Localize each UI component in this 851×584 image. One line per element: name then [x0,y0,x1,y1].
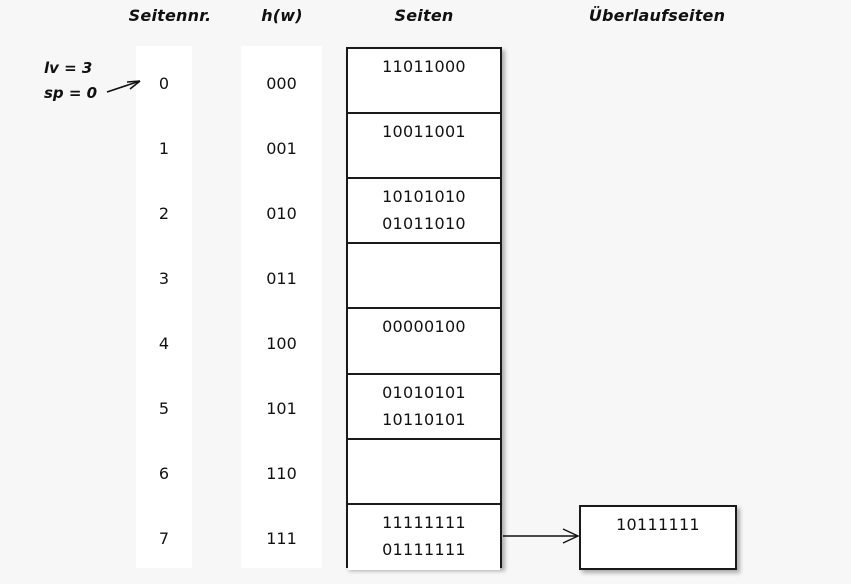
overflow-page-entry: 10111111 [616,515,700,534]
page-row-3 [348,244,500,310]
hw-cell-1: 001 [266,139,297,158]
overflow-link-arrow [503,528,580,544]
param-lv: lv = 3 [44,59,93,77]
page-entry: 11111111 [382,512,466,532]
seitennr-cell-4: 4 [158,334,170,353]
seitennr-cell-1: 1 [158,139,170,158]
hw-cell-2: 010 [266,204,297,223]
seitennr-cell-3: 3 [158,269,170,288]
column-header-seitennr: Seitennr. [128,6,212,25]
page-entry: 00000100 [382,317,466,337]
seitennr-cell-2: 2 [158,204,170,223]
page-entry: 11011000 [382,57,466,76]
page-row-0: 11011000 [348,49,500,115]
page-row-4: 00000100 [348,309,500,375]
hw-cell-0: 000 [266,74,297,93]
overflow-page-box: 10111111 [579,505,737,570]
column-header-ueberlaufseiten: Überlaufseiten [588,6,726,25]
param-sp: sp = 0 [44,84,98,102]
page-row-7: 11111111 01111111 [348,504,500,570]
hw-cell-6: 110 [266,464,297,483]
parameter-annotation: lv = 3 sp = 0 [44,56,97,106]
hw-column-band [241,46,322,568]
column-header-hw: h(w) [261,6,303,25]
page-row-5: 01010101 10110101 [348,374,500,440]
seitennr-cell-6: 6 [158,464,170,483]
page-entry: 10011001 [382,122,466,142]
hw-cell-3: 011 [266,269,297,288]
column-header-seiten: Seiten [394,6,454,25]
page-row-2: 10101010 01011010 [348,179,500,245]
hw-cell-7: 111 [266,529,297,548]
page-entry: 01111111 [382,539,466,559]
page-entry: 01010101 [382,382,466,402]
hw-cell-5: 101 [266,399,297,418]
page-entry: 10110101 [382,409,466,429]
pages-table: 11011000 10011001 10101010 01011010 0000… [346,47,502,570]
seitennr-cell-5: 5 [158,399,170,418]
seitennr-column-band [136,46,192,568]
seitennr-cell-7: 7 [158,529,170,548]
page-row-6 [348,439,500,505]
seitennr-cell-0: 0 [158,74,170,93]
hw-cell-4: 100 [266,334,297,353]
page-row-1: 10011001 [348,114,500,180]
page-entry: 01011010 [382,214,466,234]
page-entry: 10101010 [382,187,466,207]
